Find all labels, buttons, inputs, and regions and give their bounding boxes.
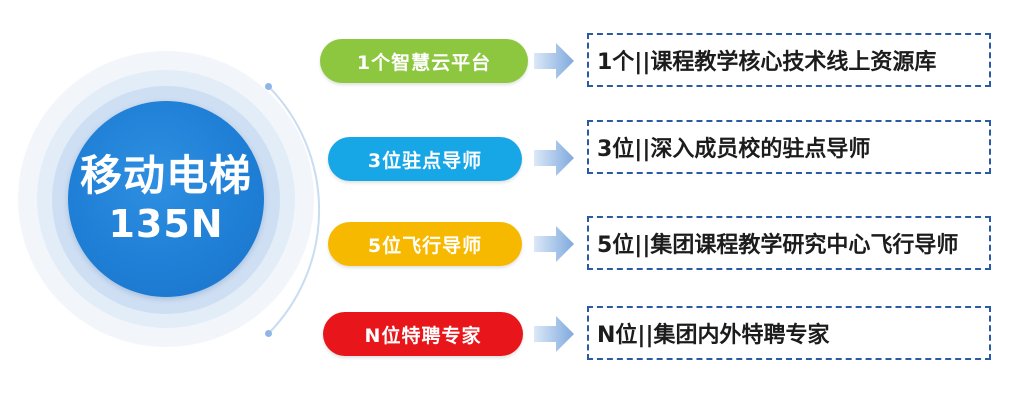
arrow-right-icon — [534, 226, 574, 262]
desc-box-station-mentors: 3位||深入成员校的驻点导师 — [587, 120, 991, 174]
pill-special-experts: N位特聘专家 — [323, 312, 523, 356]
pill-cloud-platform: 1个智慧云平台 — [320, 39, 528, 83]
arrow-right-icon — [534, 43, 574, 79]
desc-box-cloud-platform: 1个||课程教学核心技术线上资源库 — [587, 33, 991, 87]
arrow-right-icon — [534, 316, 574, 352]
arc-dot-bottom — [265, 330, 272, 337]
desc-box-flying-mentors: 5位||集团课程教学研究中心飞行导师 — [587, 216, 991, 270]
hub-title: 移动电梯 — [79, 151, 252, 200]
arrow-right-icon — [534, 140, 574, 176]
pill-station-mentors: 3位驻点导师 — [328, 137, 522, 181]
arc-dot-top — [265, 83, 272, 90]
hub-subtitle: 135N — [108, 202, 224, 246]
hub-circle: 移动电梯 135N — [68, 101, 264, 297]
pill-flying-mentors: 5位飞行导师 — [328, 222, 522, 266]
desc-box-special-experts: N位||集团内外特聘专家 — [587, 306, 991, 360]
